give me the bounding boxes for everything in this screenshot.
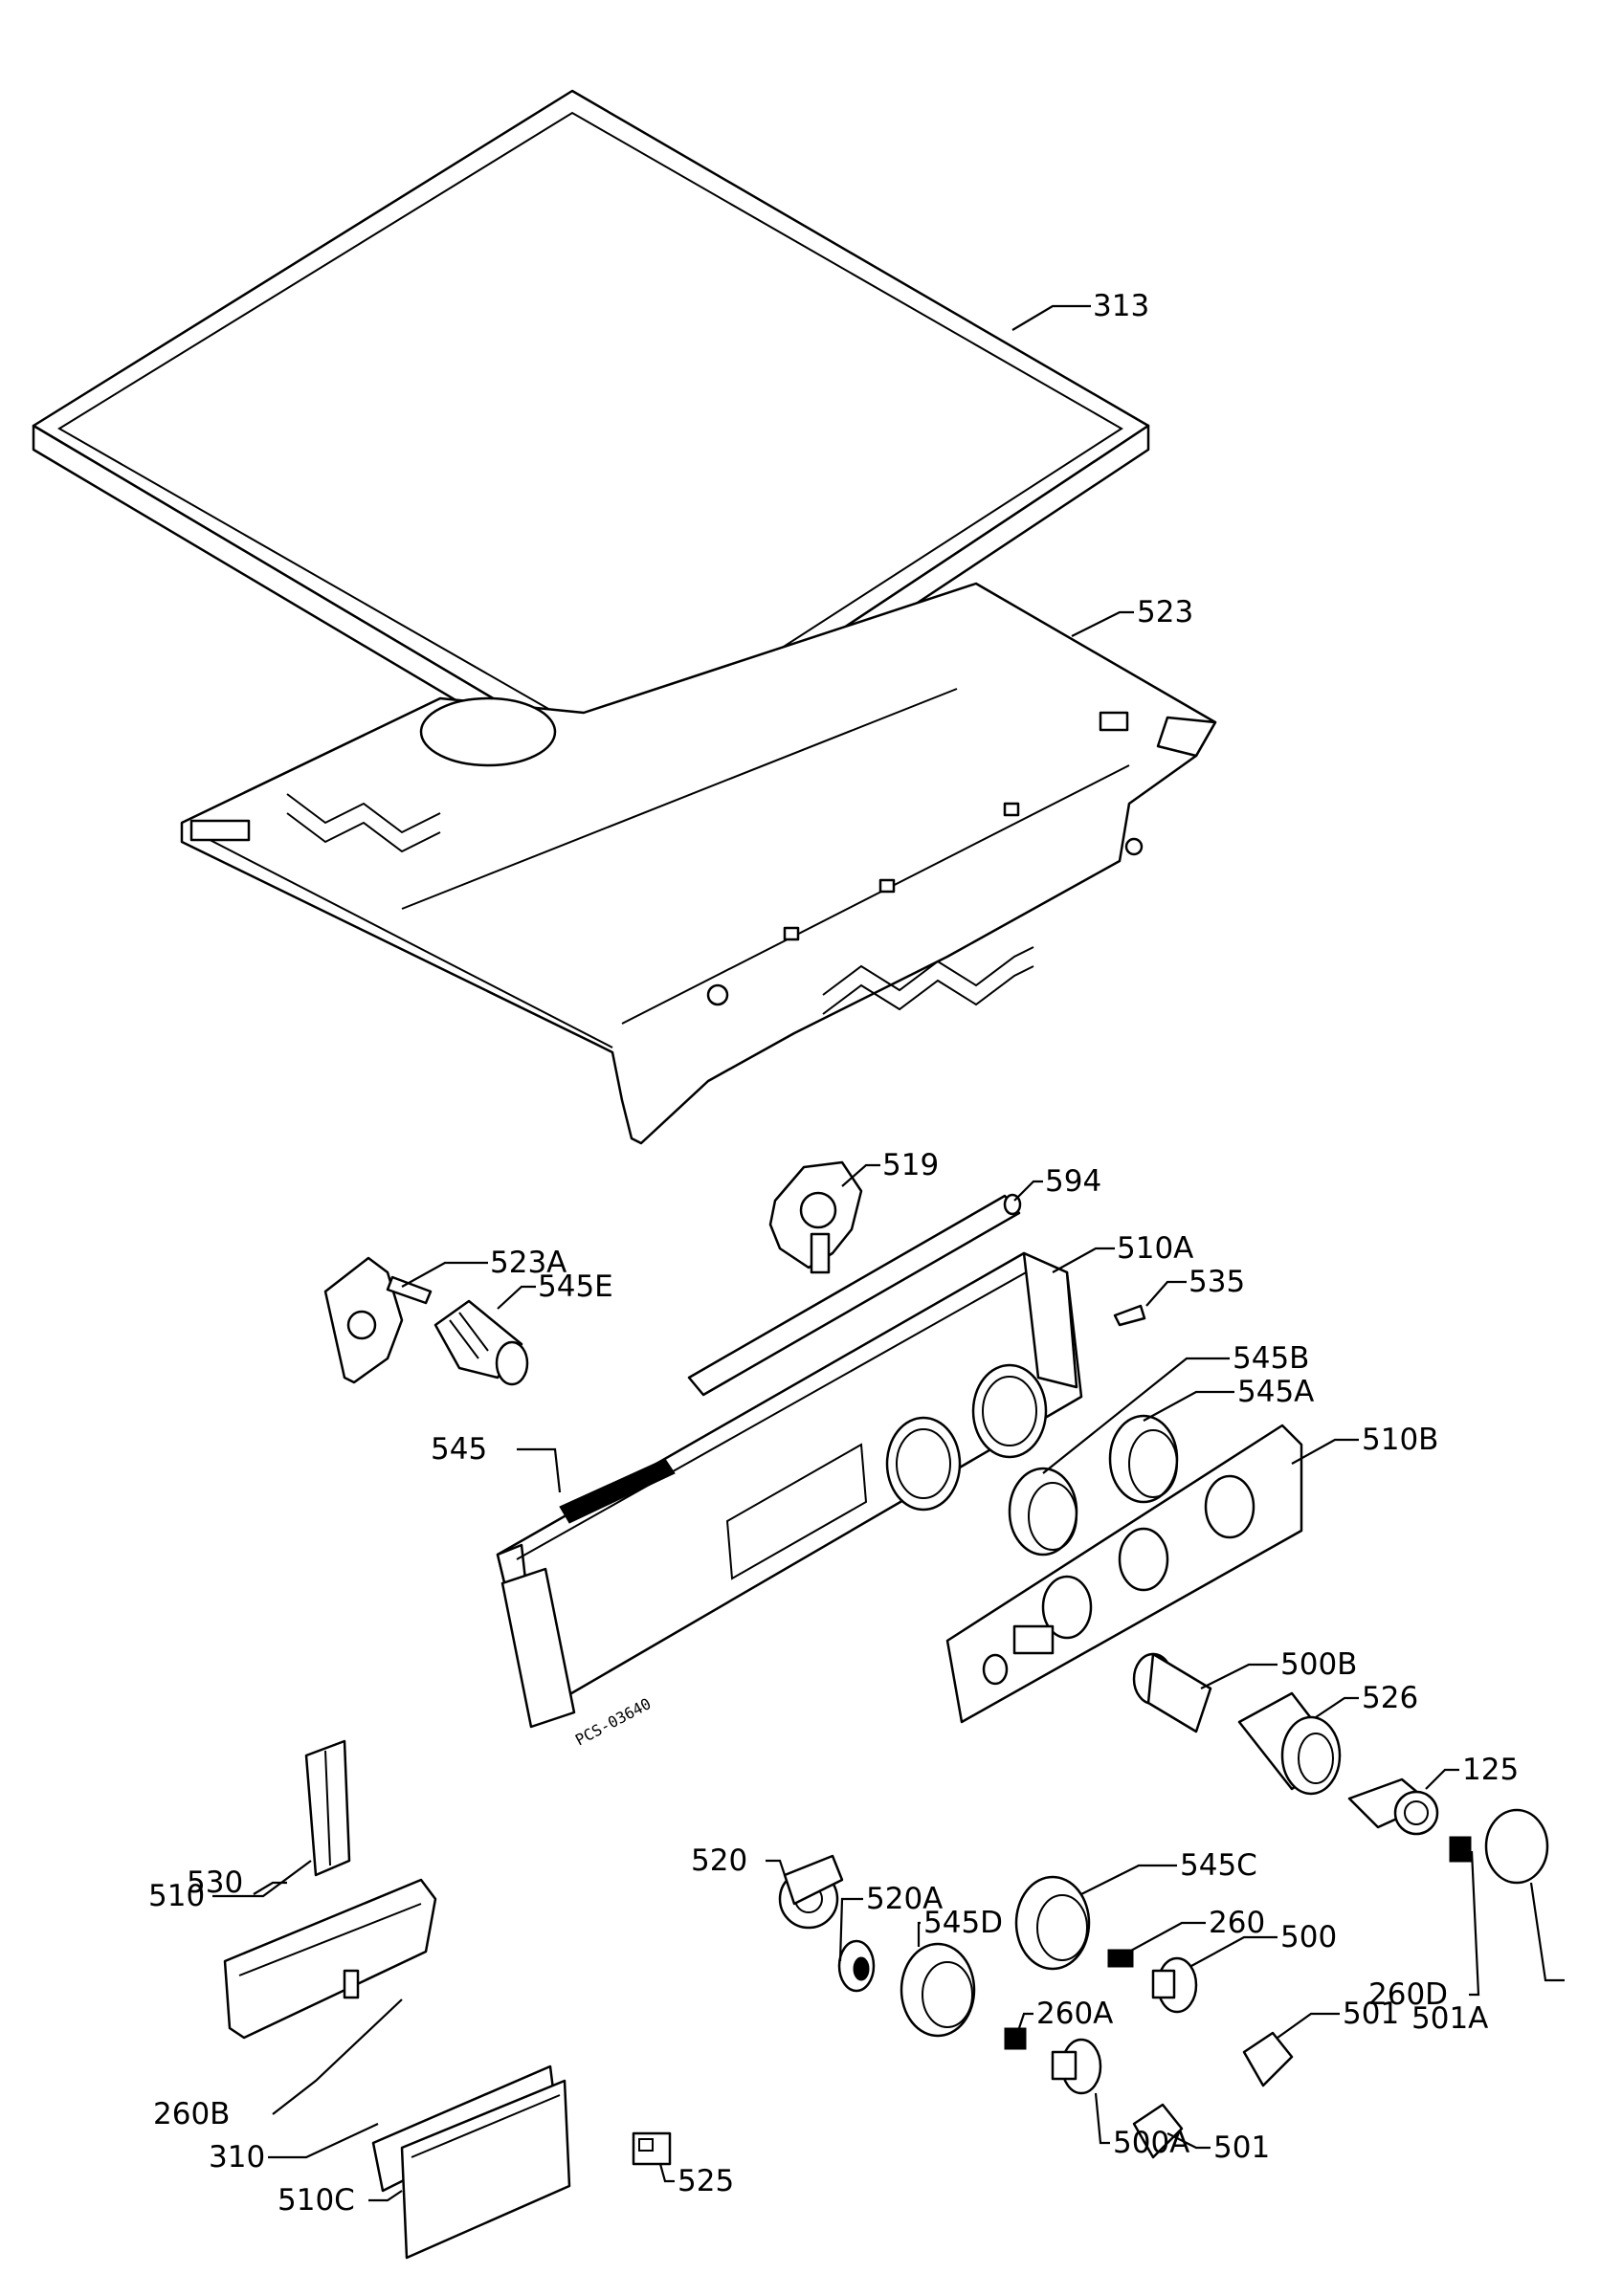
callout-520a: 520A	[866, 1882, 943, 1916]
callout-500b: 500B	[1280, 1647, 1357, 1682]
part-501-upper-knob	[1242, 2031, 1294, 2087]
callout-501a: 501A	[1411, 2001, 1488, 2036]
callout-545b: 545B	[1233, 1341, 1309, 1376]
part-526	[1237, 1691, 1342, 1796]
callout-501-lower: 501	[1213, 2130, 1270, 2165]
part-510b-faceplate	[945, 1424, 1303, 1724]
callout-594: 594	[1045, 1164, 1101, 1199]
callout-545c: 545C	[1180, 1848, 1257, 1883]
part-500b	[1132, 1652, 1212, 1733]
callout-labels: 313 523 519 594 523A 545E 510A 535 545B …	[148, 289, 1519, 2218]
callout-545: 545	[431, 1432, 487, 1467]
part-260a-spring	[1004, 2027, 1027, 2050]
part-525	[632, 2131, 672, 2166]
part-594-rod	[687, 1193, 1022, 1397]
callout-523a: 523A	[490, 1246, 567, 1280]
callout-260b: 260B	[153, 2097, 230, 2131]
part-510-strip	[304, 1739, 351, 1877]
part-523a	[323, 1256, 433, 1384]
part-545e	[433, 1299, 529, 1386]
part-520	[778, 1854, 844, 1930]
callout-535: 535	[1189, 1265, 1245, 1299]
part-545d-knob	[900, 1942, 976, 2038]
callout-525: 525	[678, 2164, 734, 2198]
callout-523: 523	[1137, 595, 1193, 629]
part-519	[768, 1160, 863, 1274]
callout-520: 520	[691, 1843, 747, 1878]
drawing-number: PCS-03640	[572, 1694, 654, 1749]
part-523-panel-frame	[180, 582, 1217, 1145]
part-501a-cap	[1484, 1808, 1549, 1885]
part-510c	[400, 2079, 571, 2260]
callout-510: 510	[148, 1879, 205, 1913]
callout-501-upper: 501	[1343, 1997, 1399, 2031]
part-545a-knob	[1108, 1414, 1179, 1504]
part-500	[1151, 1956, 1198, 2014]
part-500a	[1051, 2038, 1102, 2095]
callout-500a: 500A	[1113, 2126, 1189, 2160]
callout-519: 519	[882, 1148, 939, 1182]
part-260-spring	[1107, 1949, 1134, 1968]
callout-310: 310	[209, 2140, 265, 2175]
callout-260d: 260D	[1368, 1977, 1448, 2012]
part-545b-knob	[1008, 1467, 1078, 1556]
callout-526: 526	[1362, 1681, 1418, 1715]
callout-510b: 510B	[1362, 1423, 1438, 1457]
callout-545a: 545A	[1237, 1375, 1314, 1409]
callout-313: 313	[1093, 289, 1149, 323]
part-260d-spring	[1449, 1836, 1472, 1863]
callout-260: 260	[1209, 1906, 1265, 1940]
callout-510a: 510A	[1117, 1231, 1193, 1266]
leader-lines	[212, 304, 1565, 2202]
callout-510c: 510C	[278, 2183, 355, 2218]
part-125	[1347, 1777, 1439, 1836]
part-520a	[837, 1939, 876, 1993]
callout-125: 125	[1462, 1753, 1519, 1787]
part-510a-fascia	[496, 1251, 1083, 1729]
callout-545d: 545D	[923, 1906, 1003, 1940]
part-545-bar	[559, 1458, 676, 1524]
callout-530: 530	[187, 1866, 243, 1900]
callout-260a: 260A	[1036, 1997, 1113, 2031]
callout-545e: 545E	[538, 1269, 613, 1304]
callout-500: 500	[1280, 1920, 1337, 1954]
part-501-lower-knob	[1132, 2103, 1184, 2159]
part-545c-knob	[1014, 1875, 1091, 1971]
part-535	[1113, 1304, 1146, 1327]
part-530	[223, 1878, 437, 2040]
